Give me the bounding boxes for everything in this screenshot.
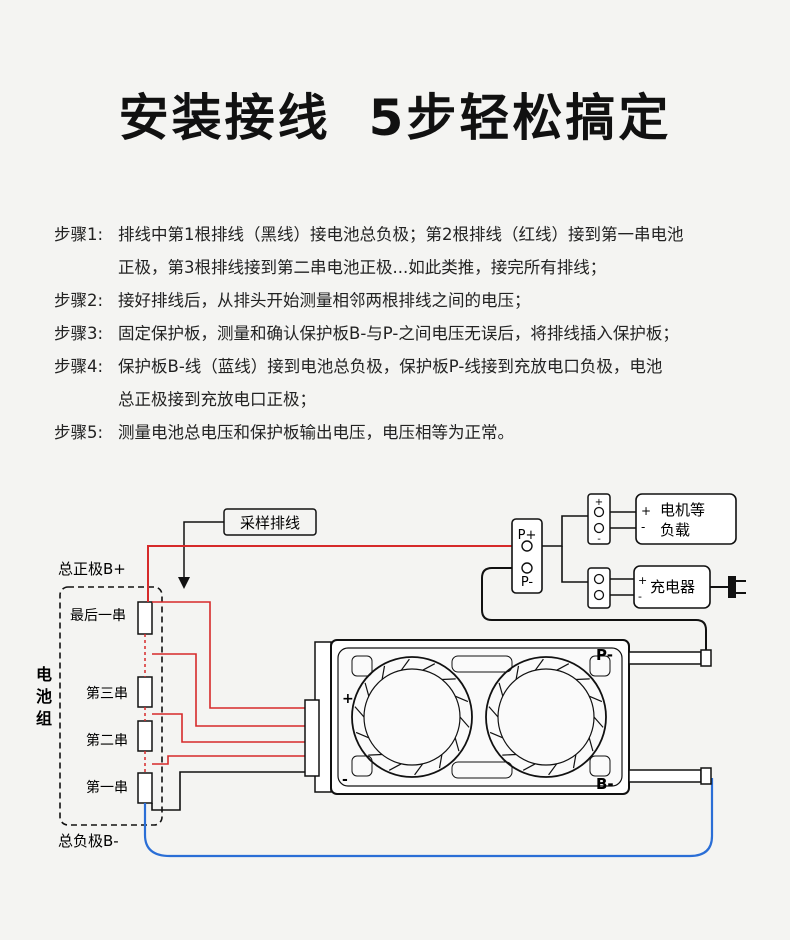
fan-fin: [381, 665, 386, 680]
step-text: 保护板B-线（蓝线）接到电池总负极，保护板P-线接到充放电口负极，电池: [118, 357, 663, 376]
fan-fin: [354, 706, 365, 718]
p-minus-wire: [481, 567, 707, 650]
total-positive-label: 总正极B+: [58, 560, 126, 578]
fan-fin: [522, 763, 536, 771]
fan-fin: [438, 754, 443, 769]
svg-text:-: -: [597, 534, 601, 545]
plug-icon: [728, 576, 736, 598]
step-text: 固定保护板，测量和确认保护板B-与P-之间电压无误后，将排线插入保护板；: [118, 324, 679, 343]
total-positive-wire: [147, 545, 518, 602]
page-title: 安装接线 5步轻松搞定: [0, 78, 790, 150]
step-text: 接好排线后，从排头开始测量相邻两根排线之间的电压；: [118, 291, 531, 310]
step-label: 步骤1:: [54, 225, 104, 244]
title-part-1: 安装接线: [118, 89, 331, 147]
load-minus-sign: -: [641, 520, 645, 534]
step-4: 步骤4: 保护板B-线（蓝线）接到电池总负极，保护板P-线接到充放电口负极，电池…: [54, 350, 754, 416]
charger-minus-sign: -: [638, 590, 642, 603]
cell-label-last: 最后一串: [70, 608, 126, 624]
cell-third: [137, 676, 153, 708]
step-text: 测量电池总电压和保护板输出电压，电压相等为正常。: [118, 423, 514, 442]
fan-fin: [441, 678, 456, 681]
p-minus-label: P-: [521, 575, 534, 590]
load-plus-sign: +: [641, 504, 651, 518]
fan-fin: [502, 753, 517, 756]
fan-fin: [588, 695, 603, 703]
steps-list: 步骤1: 排线中第1根排线（黑线）接电池总负极；第2根排线（红线）接到第一串电池…: [54, 218, 754, 449]
fan-fin: [422, 663, 436, 671]
step-label: 步骤3:: [54, 324, 104, 343]
output-wires: [542, 515, 588, 583]
cell-label-second: 第二串: [86, 732, 128, 749]
load-label-line2: 负载: [660, 521, 690, 539]
fan-fin: [355, 731, 370, 739]
battery-pack-boundary: [59, 586, 163, 826]
protection-board: + - P- B-: [304, 639, 630, 795]
fan-fins: [354, 658, 604, 776]
sampling-connector: [304, 699, 320, 777]
battery-pack-label-3: 组: [36, 709, 52, 728]
fan-fin: [515, 665, 520, 680]
battery-cells: [137, 601, 153, 804]
fan-fin: [459, 716, 470, 728]
step-label: 步骤5:: [54, 423, 104, 442]
output-terminal: P+ P-: [511, 518, 543, 594]
step-label: 步骤4:: [54, 357, 104, 376]
title-part-2: 5步轻松搞定: [368, 89, 672, 147]
cell-second: [137, 720, 153, 752]
step-3: 步骤3: 固定保护板，测量和确认保护板B-与P-之间电压无误后，将排线插入保护板…: [54, 317, 754, 350]
step-label: 步骤2:: [54, 291, 104, 310]
charger-connector: [587, 567, 634, 609]
board-b-minus-label: B-: [596, 775, 614, 793]
fan-fin: [364, 682, 370, 697]
fan-fin: [400, 658, 410, 671]
board-p-minus-label: P-: [596, 646, 613, 664]
battery-pack-label-1: 电: [36, 665, 52, 684]
fan-fin: [368, 753, 383, 756]
step-text: 排线中第1根排线（黑线）接电池总负极；第2根排线（红线）接到第一串电池: [118, 225, 684, 244]
fan-fin: [548, 763, 558, 776]
step-2: 步骤2: 接好排线后，从排头开始测量相邻两根排线之间的电压；: [54, 284, 754, 317]
svg-text:+: +: [595, 497, 603, 508]
b-minus-lead: [628, 767, 712, 785]
fan-fin: [556, 663, 570, 671]
battery-pack-label-2: 池: [36, 687, 52, 706]
step-text: 总正极接到充放电口正极；: [118, 390, 316, 409]
fan-fin: [388, 763, 402, 771]
p-plus-label: P+: [518, 528, 537, 543]
b-minus-wire: [143, 778, 714, 858]
fan-fin: [414, 763, 424, 776]
load-label-line1: 电机等: [660, 501, 705, 519]
total-negative-label: 总负极B-: [58, 832, 119, 850]
p-minus-lead: [628, 649, 712, 667]
fan-fin: [489, 731, 504, 739]
sampling-cable-callout: 采样排线: [178, 508, 317, 589]
cell-first: [137, 772, 153, 804]
sampling-wires: [152, 601, 310, 765]
load-box: + - 电机等 负载: [635, 493, 737, 545]
step-text: 正极，第3根排线接到第二串电池正极...如此类推，接完所有排线；: [118, 258, 607, 277]
fan-fin: [588, 737, 594, 752]
board-minus-sign: -: [342, 772, 348, 788]
step-5: 步骤5: 测量电池总电压和保护板输出电压，电压相等为正常。: [54, 416, 754, 449]
fan-fin: [454, 737, 460, 752]
board-plus-sign: +: [342, 691, 354, 707]
fan-fin: [488, 706, 499, 718]
fan-fin: [454, 695, 469, 703]
charger-label: 充电器: [650, 578, 695, 596]
sampling-cable-label: 采样排线: [240, 514, 300, 532]
cell-label-first: 第一串: [86, 779, 128, 796]
fan-fin: [575, 678, 590, 681]
fan-fin: [498, 682, 504, 697]
load-connector: + -: [587, 493, 636, 545]
charger-plus-sign: +: [638, 574, 647, 587]
fan-fin: [593, 716, 604, 728]
fan-fin: [534, 658, 544, 671]
fan-fin: [572, 754, 577, 769]
sampling-wire-negative: [151, 771, 310, 811]
step-1: 步骤1: 排线中第1根排线（黑线）接电池总负极；第2根排线（红线）接到第一串电池…: [54, 218, 754, 284]
cell-last: [137, 601, 153, 635]
cell-label-third: 第三串: [86, 685, 128, 702]
charger-box: + - 充电器: [633, 565, 746, 609]
